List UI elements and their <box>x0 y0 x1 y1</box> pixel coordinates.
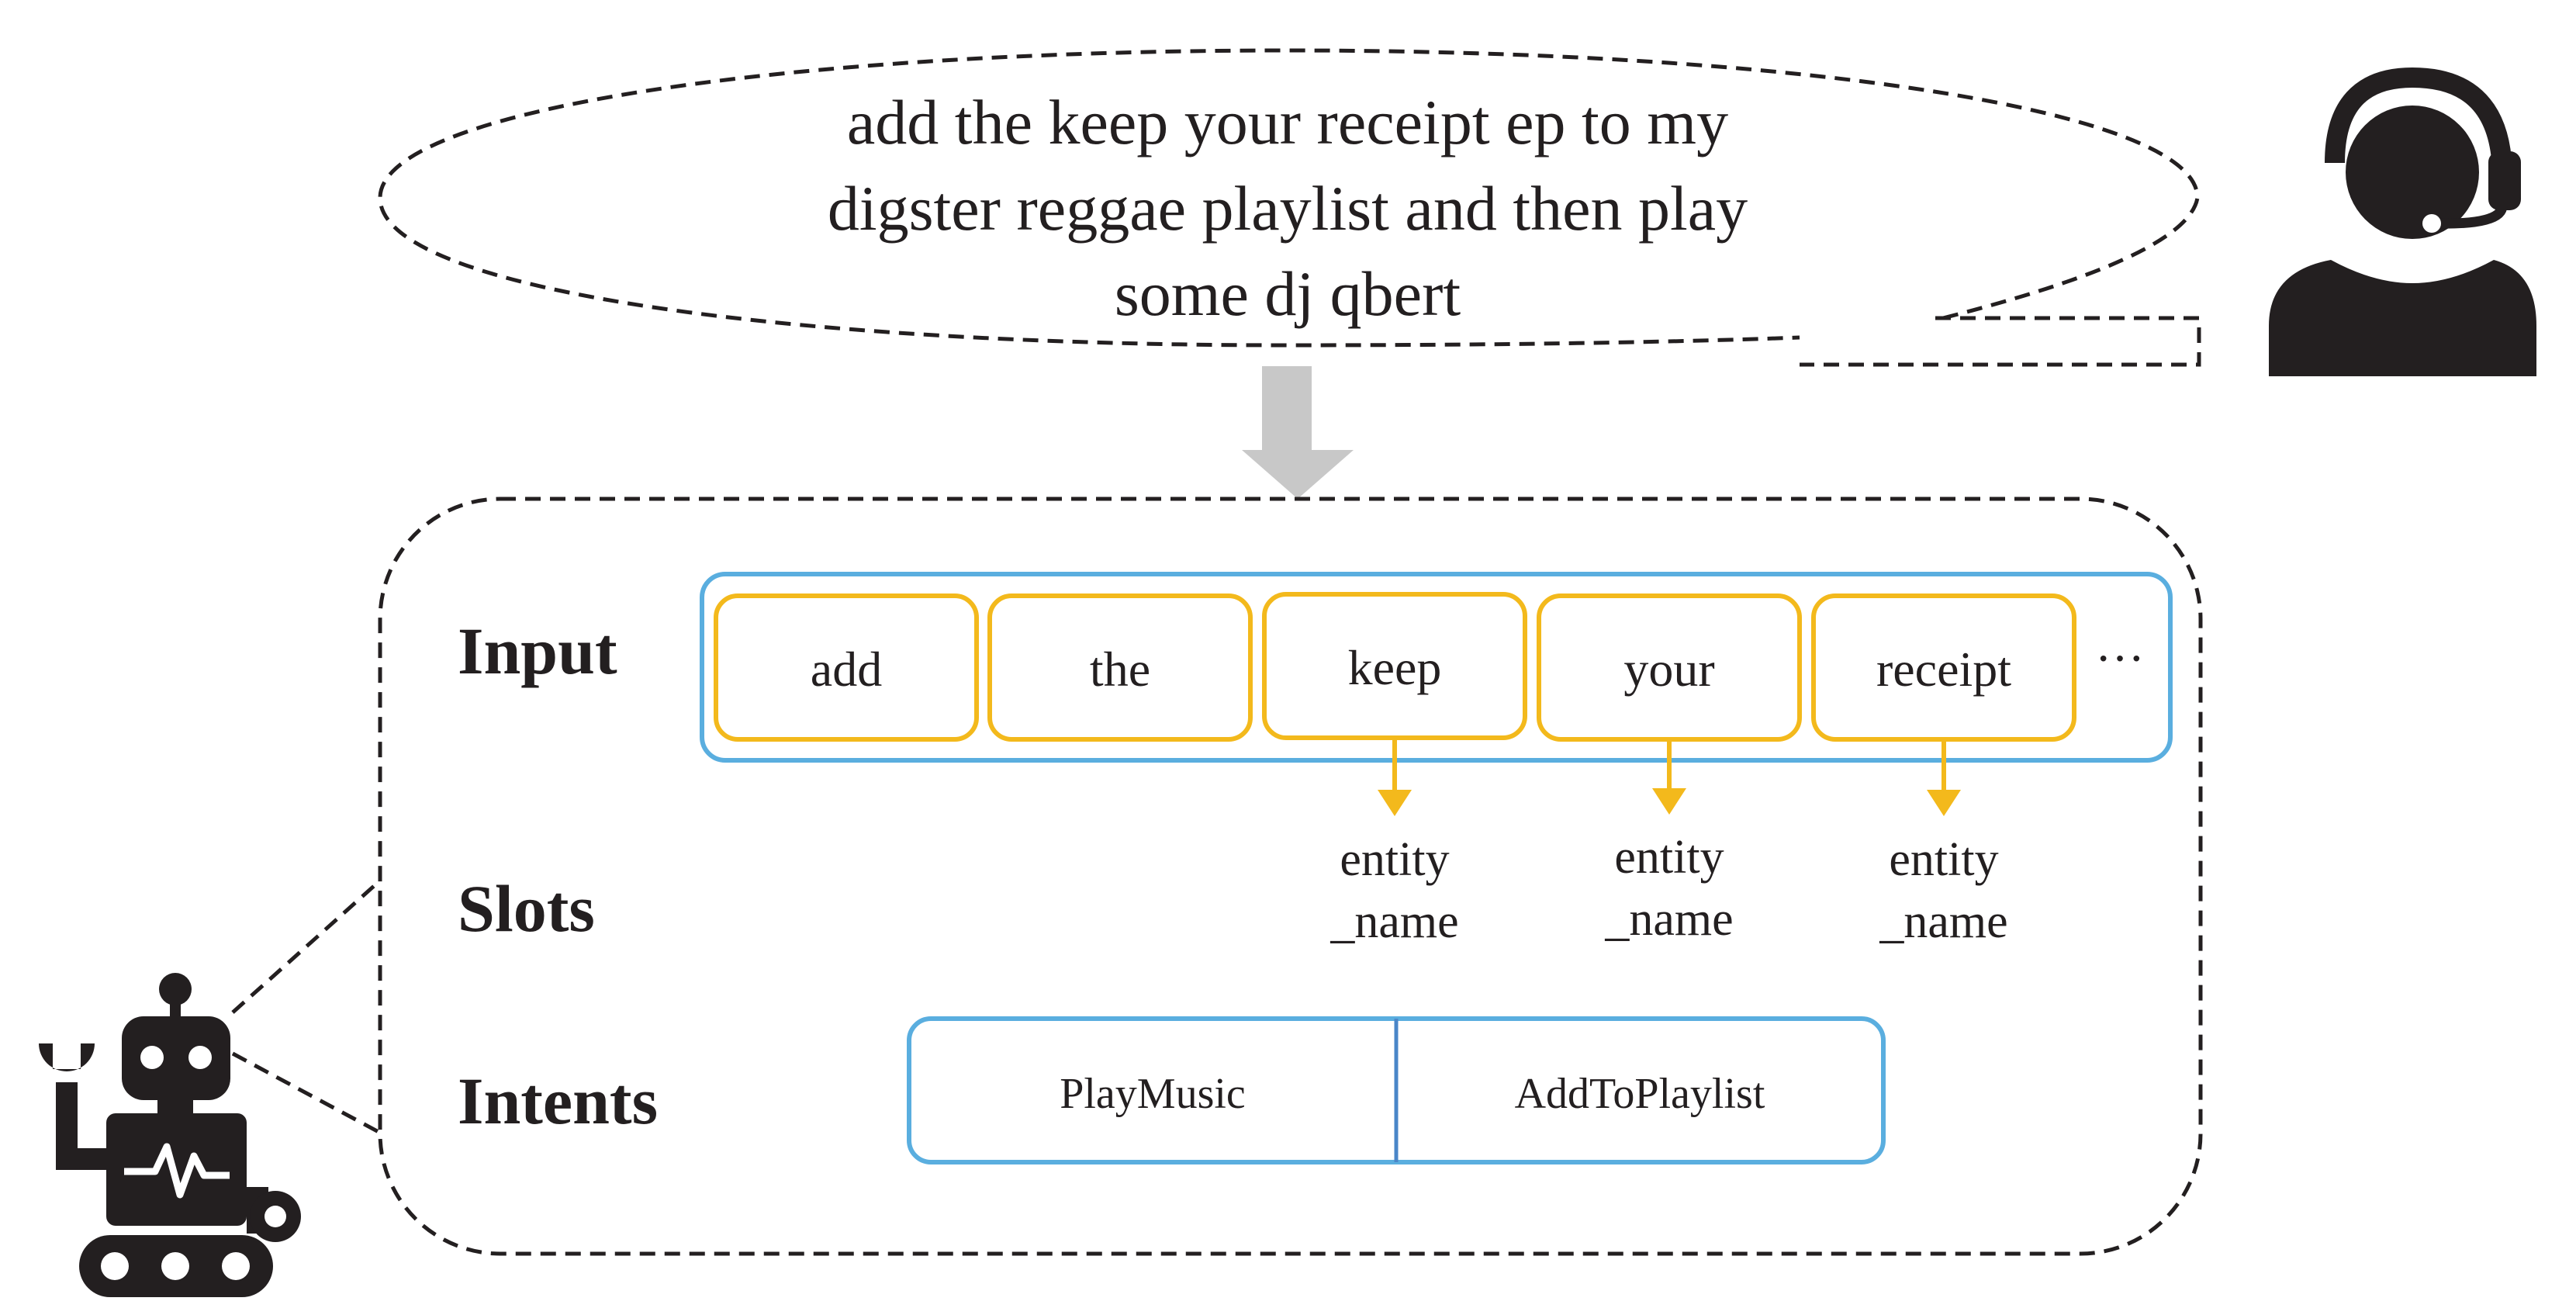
slot-line-1: entity <box>1614 831 1724 884</box>
robot-connector-line <box>231 1051 382 1135</box>
token-label: receipt <box>1876 642 2011 697</box>
token-ellipsis: ··· <box>2095 631 2145 686</box>
intent-play-music: PlayMusic <box>1060 1070 1246 1118</box>
token-receipt: receipt <box>1811 593 2076 742</box>
slot-line-1: entity <box>1889 833 1998 886</box>
token-label: add <box>811 642 882 697</box>
input-row-label: Input <box>458 614 617 688</box>
user-headset-icon <box>2269 67 2536 376</box>
robot-icon <box>39 973 301 1297</box>
slot-arrow <box>1378 738 1412 816</box>
speech-bubble-tail <box>1800 316 2201 367</box>
intents-row-label: Intents <box>458 1064 658 1138</box>
token-add: add <box>714 593 979 742</box>
utterance-line-3: some dj qbert <box>1115 258 1461 329</box>
slot-line-2: _name <box>1329 895 1458 948</box>
token-keep: keep <box>1262 592 1527 740</box>
speech-bubble: add the keep your receipt ep to my digst… <box>378 48 2201 367</box>
speech-bubble-outline <box>378 48 2200 348</box>
slot-line-1: entity <box>1340 833 1449 886</box>
utterance-line-2: digster reggae playlist and then play <box>828 173 1748 244</box>
input-sequence-box <box>700 572 2173 763</box>
slot-label-receipt: entity _name <box>1879 833 2007 948</box>
utterance-line-1: add the keep your receipt ep to my <box>847 87 1728 157</box>
slot-label-keep: entity _name <box>1329 833 1458 948</box>
slot-line-2: _name <box>1604 893 1733 946</box>
slot-arrow <box>1652 739 1686 815</box>
token-label: keep <box>1348 640 1442 695</box>
robot-connector-line <box>231 879 382 1014</box>
slot-arrow <box>1927 739 1961 816</box>
token-the: the <box>987 593 1253 742</box>
token-label: the <box>1090 642 1150 697</box>
token-your: your <box>1537 593 1802 742</box>
slot-label-your: entity _name <box>1604 831 1733 946</box>
down-arrow-icon <box>1242 366 1354 499</box>
token-label: your <box>1623 642 1714 697</box>
nlu-panel <box>378 497 2203 1256</box>
slot-line-2: _name <box>1879 895 2007 948</box>
slots-row-label: Slots <box>458 871 595 946</box>
intent-add-to-playlist: AddToPlaylist <box>1515 1070 1765 1118</box>
intents-box: PlayMusic AddToPlaylist <box>907 1016 1886 1164</box>
